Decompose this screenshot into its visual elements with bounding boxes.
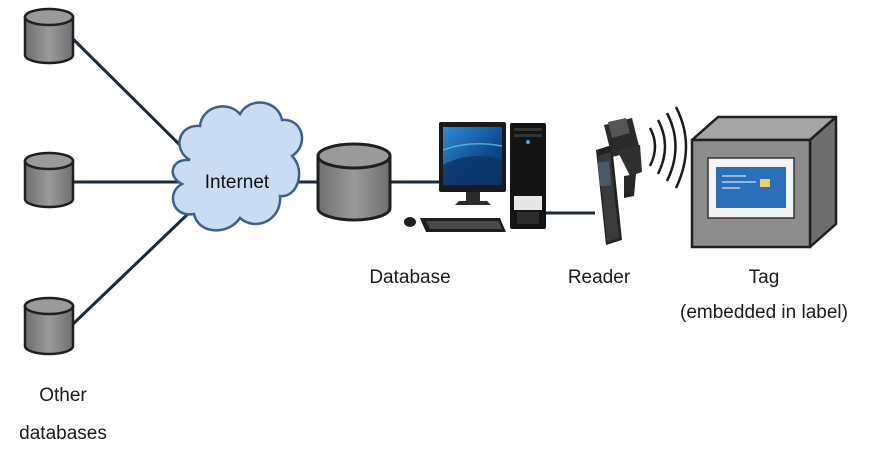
database-cylinder-icon [23, 296, 75, 356]
database-cylinder-icon [316, 142, 392, 222]
database-cylinder-icon [23, 7, 75, 65]
desktop-computer-icon [404, 122, 546, 232]
other-databases-label-line2: databases [19, 423, 107, 444]
internet-label: Internet [205, 172, 270, 193]
database-cylinder-icon [23, 151, 75, 209]
tag-box-icon [690, 115, 838, 249]
main-database [316, 142, 392, 222]
cloud-icon [171, 101, 304, 232]
database-label: Database [369, 267, 450, 288]
reader-label: Reader [568, 267, 631, 288]
tag-box [690, 115, 838, 249]
rfid-reader-icon [596, 118, 642, 245]
other-database-2 [23, 151, 75, 209]
other-databases-label-line1: Other [39, 385, 87, 406]
link-db1-internet [70, 36, 192, 157]
other-database-1 [23, 7, 75, 65]
tag-label: Tag [749, 267, 780, 288]
connection-lines [70, 36, 595, 327]
link-db3-internet [70, 210, 192, 327]
desktop-computer [404, 122, 546, 232]
internet-cloud: Internet [171, 101, 304, 232]
other-database-3 [23, 296, 75, 356]
tag-sublabel: (embedded in label) [680, 302, 848, 323]
radio-waves-icon [648, 106, 688, 189]
rfid-reader [596, 118, 642, 245]
